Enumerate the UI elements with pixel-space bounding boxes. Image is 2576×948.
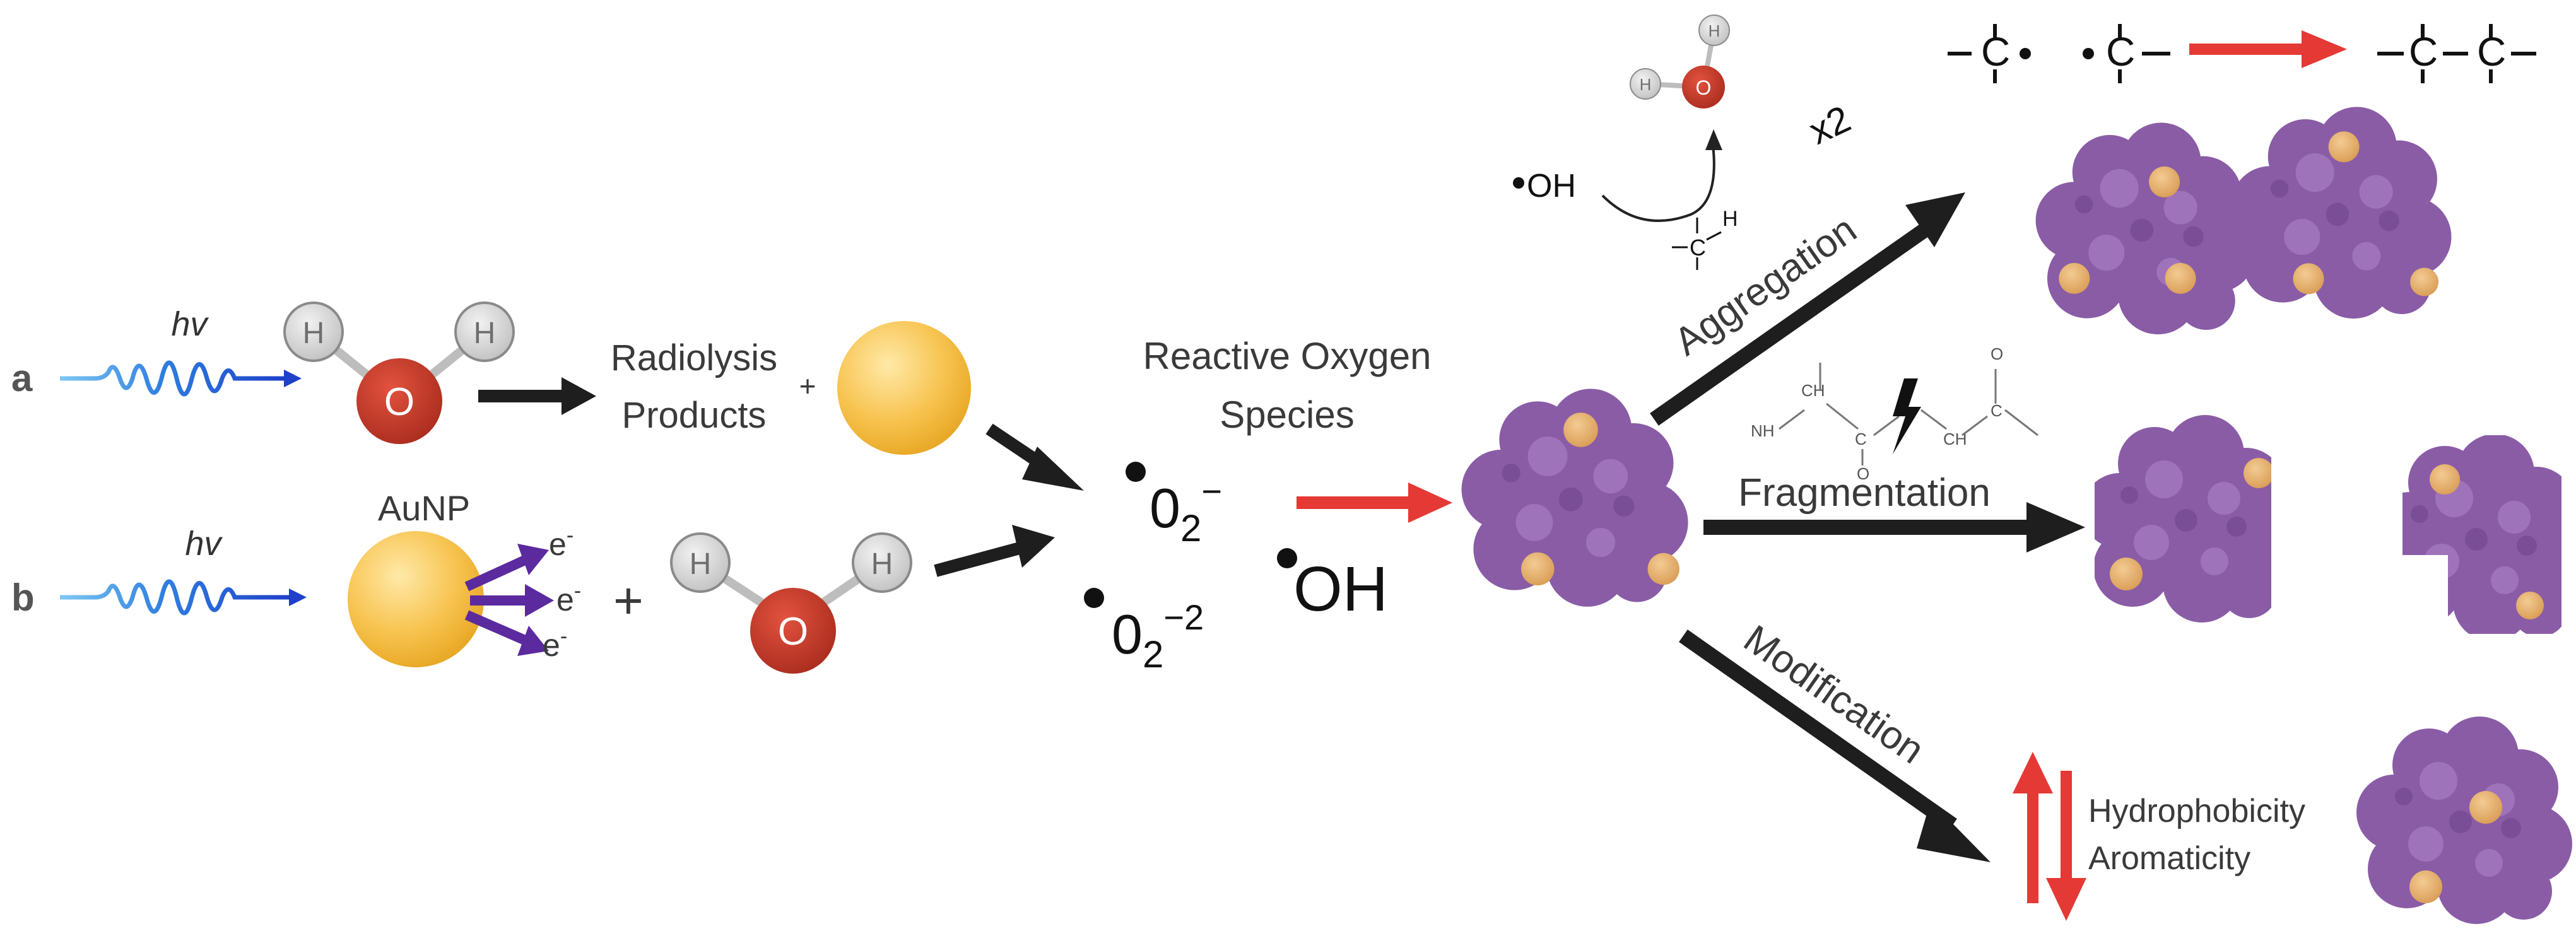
abstraction-curve-arrow <box>1601 144 1715 222</box>
arrow-to-radiolysis <box>478 377 596 415</box>
h-label-a2: H <box>474 317 496 350</box>
protein-fragment-left <box>2095 415 2271 623</box>
ros-title-line1: Reactive Oxygen <box>1143 335 1432 377</box>
row-a: a hv H H O Radiolysis Products + <box>11 301 1084 491</box>
aunp-plus: + <box>613 572 644 629</box>
peptide-structure: NH CH C O CH C O <box>1751 344 2038 483</box>
gold-nanoparticle-b <box>348 531 484 667</box>
photon-wave-b-icon <box>60 579 307 616</box>
aggregation-pathway: Aggregation OH H H O x2 C H <box>1513 15 2536 426</box>
water-molecule-a: H H O <box>283 301 515 444</box>
aggregation-arrow <box>1650 192 1965 426</box>
svg-text:CH: CH <box>1801 381 1825 400</box>
svg-text:O: O <box>1991 344 2003 363</box>
oxygen-atom-a <box>356 358 442 444</box>
protein-modified <box>2356 717 2572 924</box>
hydrogen-atom-a1 <box>283 301 344 362</box>
svg-text:CH: CH <box>1943 430 1967 448</box>
hv-label-b: hv <box>185 525 223 563</box>
oh-small-label: OH <box>1527 168 1576 204</box>
ros-title-line2: Species <box>1220 394 1354 436</box>
row-b: b hv AuNP e- e- e- + H H O <box>11 488 1055 674</box>
radiolysis-line2: Products <box>622 395 767 436</box>
svg-text:O: O <box>1857 464 1869 483</box>
h-label-b2: H <box>871 547 893 581</box>
fragmentation-pathway: NH CH C O CH C O Fragmentation <box>1703 344 2561 634</box>
row-b-label: b <box>11 576 35 619</box>
modification-arrow <box>1679 629 1991 862</box>
gold-nanoparticle-a <box>837 321 971 455</box>
ros-group: Reactive Oxygen Species 02− 02−2 OH <box>1084 335 1452 676</box>
svg-text:C: C <box>1855 430 1867 448</box>
row-a-label: a <box>11 357 33 399</box>
svg-text:H: H <box>1640 75 1652 94</box>
h-label-a1: H <box>303 317 325 350</box>
ch-bond-fragment: C H <box>1672 207 1738 270</box>
crosslink-reaction: C C C C <box>1948 24 2536 83</box>
svg-text:C: C <box>1981 29 2010 74</box>
lightning-bolt-icon <box>1893 378 1921 454</box>
o-label-a: O <box>384 380 415 424</box>
electron-arrows-icon <box>464 544 554 656</box>
h-label-b1: H <box>690 547 712 581</box>
modification-detail-line2: Aromaticity <box>2088 840 2250 877</box>
aunp-label: AuNP <box>378 488 470 528</box>
radical-dot-hydroxyl <box>1277 548 1297 568</box>
hydrogen-atom-b1 <box>670 532 731 593</box>
svg-text:C: C <box>2477 29 2506 74</box>
hv-label-a: hv <box>171 305 209 343</box>
multiplier-label: x2 <box>1803 97 1857 153</box>
radical-dot-peroxide <box>1084 588 1104 608</box>
radical-dot-superoxide <box>1126 462 1146 482</box>
modification-detail-line1: Hydrophobicity <box>2088 793 2305 829</box>
arrow-water-to-ros <box>934 525 1055 577</box>
electron-label-1: e- <box>549 524 573 562</box>
water-molecule-b: H H O <box>670 532 912 674</box>
svg-text:C: C <box>2106 29 2135 74</box>
electron-label-2: e- <box>556 579 581 617</box>
hydroxyl-label: OH <box>1293 554 1388 624</box>
modification-pathway: Modification Hydrophobicity Aromaticity <box>1679 617 2572 924</box>
fragmentation-label: Fragmentation <box>1738 471 1991 515</box>
svg-text:NH: NH <box>1751 421 1775 440</box>
small-water-molecule: H H O <box>1630 15 1730 108</box>
radiolysis-line1: Radiolysis <box>611 337 777 378</box>
svg-text:C: C <box>2409 29 2438 74</box>
svg-text:H: H <box>1709 21 1720 40</box>
electron-label-3: e- <box>543 624 567 663</box>
arrow-gold-to-ros <box>985 423 1084 491</box>
hydrogen-atom-a2 <box>454 301 515 362</box>
o-label-b: O <box>778 610 808 653</box>
svg-text:C: C <box>1991 401 2003 420</box>
protein-aggregate <box>2035 107 2452 335</box>
svg-text:C: C <box>1690 235 1706 260</box>
oxygen-atom-b <box>750 588 836 674</box>
svg-text:O: O <box>1696 76 1712 99</box>
fragmentation-arrow <box>1703 502 2085 553</box>
peroxide-label: 02−2 <box>1112 597 1204 676</box>
red-arrow-to-protein <box>1297 483 1452 523</box>
superoxide-label: 02− <box>1150 471 1222 549</box>
hydrogen-atom-b2 <box>852 532 912 593</box>
up-down-red-arrows-icon <box>2013 752 2086 921</box>
svg-text:H: H <box>1722 207 1738 231</box>
radiolysis-plus: + <box>799 370 816 402</box>
photon-wave-a-icon <box>60 360 302 397</box>
protein-central <box>1461 389 1688 607</box>
protein-fragment-right <box>2403 435 2561 634</box>
radical-dot-oh-small <box>1513 177 1524 189</box>
